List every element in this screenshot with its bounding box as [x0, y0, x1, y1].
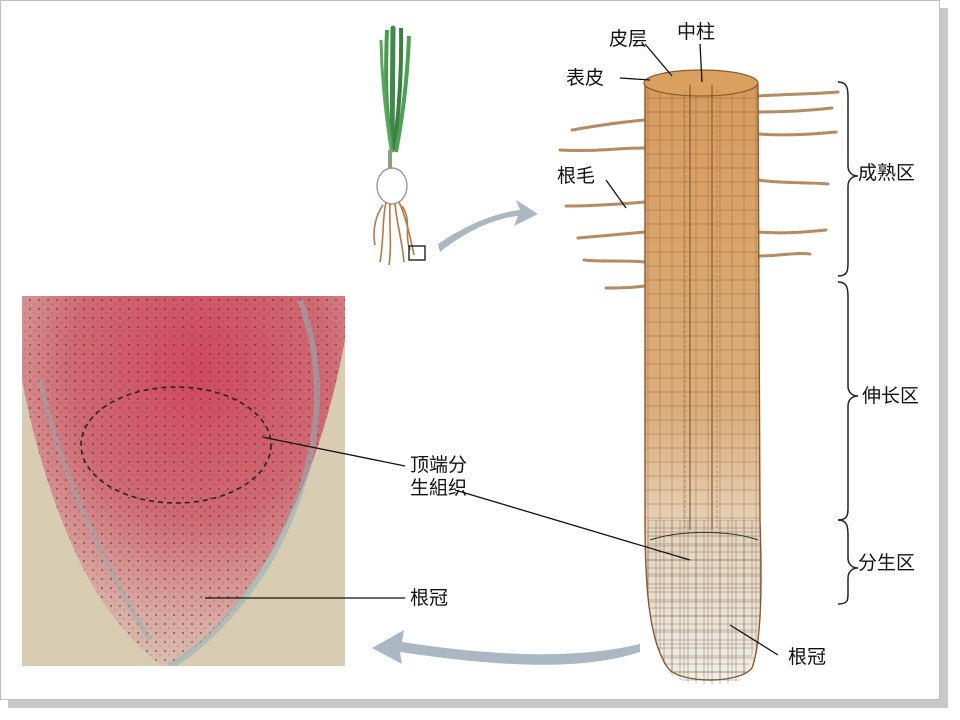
- label-cortex: 皮层: [609, 28, 648, 50]
- label-elongation-zone: 伸长区: [862, 385, 920, 407]
- label-maturation-zone: 成熟区: [858, 162, 916, 184]
- label-epidermis: 表皮: [566, 67, 605, 89]
- label-stele: 中柱: [677, 21, 716, 43]
- root-hairs: [558, 90, 840, 290]
- plant-seedling-icon: [373, 25, 426, 266]
- zone-braces: [837, 81, 859, 605]
- meristem-outline: [80, 386, 272, 504]
- label-meristem-zone: 分生区: [858, 552, 916, 574]
- label-root-hair: 根毛: [557, 165, 596, 187]
- curved-arrow-right-icon: [438, 200, 538, 252]
- label-apical-meristem: 顶端分 生組织: [410, 454, 500, 500]
- label-apical-meristem-line1: 顶端分: [410, 454, 468, 476]
- curved-arrow-left-icon: [372, 630, 640, 665]
- micrograph-root-tip: [22, 296, 345, 666]
- root-longitudinal-section: [643, 69, 762, 685]
- label-apical-meristem-line2: 生組织: [410, 477, 468, 499]
- label-root-cap-micrograph: 根冠: [410, 587, 449, 609]
- leader-lines: [205, 43, 779, 656]
- label-root-cap-diagram: 根冠: [788, 646, 827, 668]
